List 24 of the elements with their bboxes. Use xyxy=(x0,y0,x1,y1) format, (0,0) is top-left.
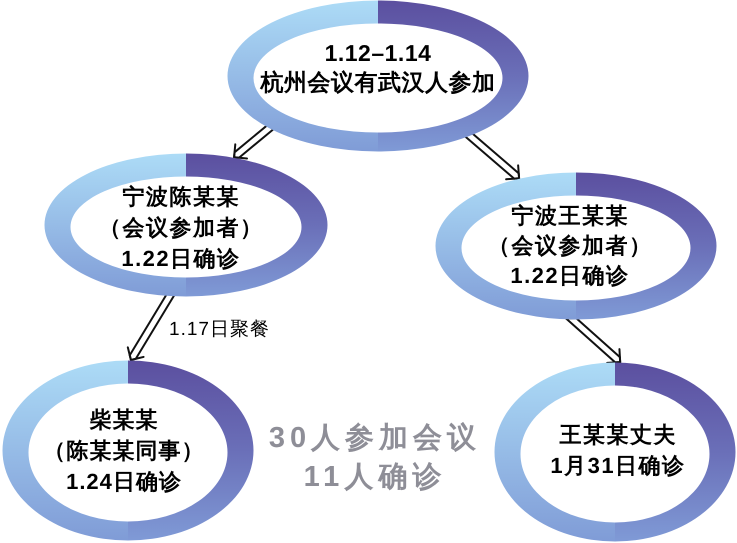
ring-node xyxy=(2,360,254,541)
ring-node xyxy=(227,0,529,152)
node-label: （会议参加者） xyxy=(98,214,264,242)
double-arrow xyxy=(464,132,520,180)
summary-text: 30人参加会议 xyxy=(268,421,482,456)
node-label: 王某某丈夫 xyxy=(559,421,677,449)
node-label: 柴某某 xyxy=(90,406,158,434)
node-label: 1.22日确诊 xyxy=(510,262,630,290)
double-arrow xyxy=(233,124,276,160)
double-arrow xyxy=(564,317,622,364)
ring-node xyxy=(44,153,328,297)
ring-node xyxy=(494,362,736,542)
node-label: 1.24日确诊 xyxy=(66,468,182,496)
node-label: 1.12–1.14 xyxy=(324,39,432,68)
node-label: （陈某某同事） xyxy=(44,437,204,465)
node-label: （会议参加者） xyxy=(488,232,652,260)
double-arrow xyxy=(126,293,176,362)
summary-text: 11人确诊 xyxy=(304,460,446,495)
node-label: 1月31日确诊 xyxy=(550,452,686,480)
node-label: 1.22日确诊 xyxy=(121,244,241,272)
node-label: 宁波王某某 xyxy=(511,202,629,230)
node-label: 宁波陈某某 xyxy=(122,182,240,210)
node-label: 杭州会议有武汉人参加 xyxy=(260,68,496,97)
ring-node xyxy=(435,172,717,320)
